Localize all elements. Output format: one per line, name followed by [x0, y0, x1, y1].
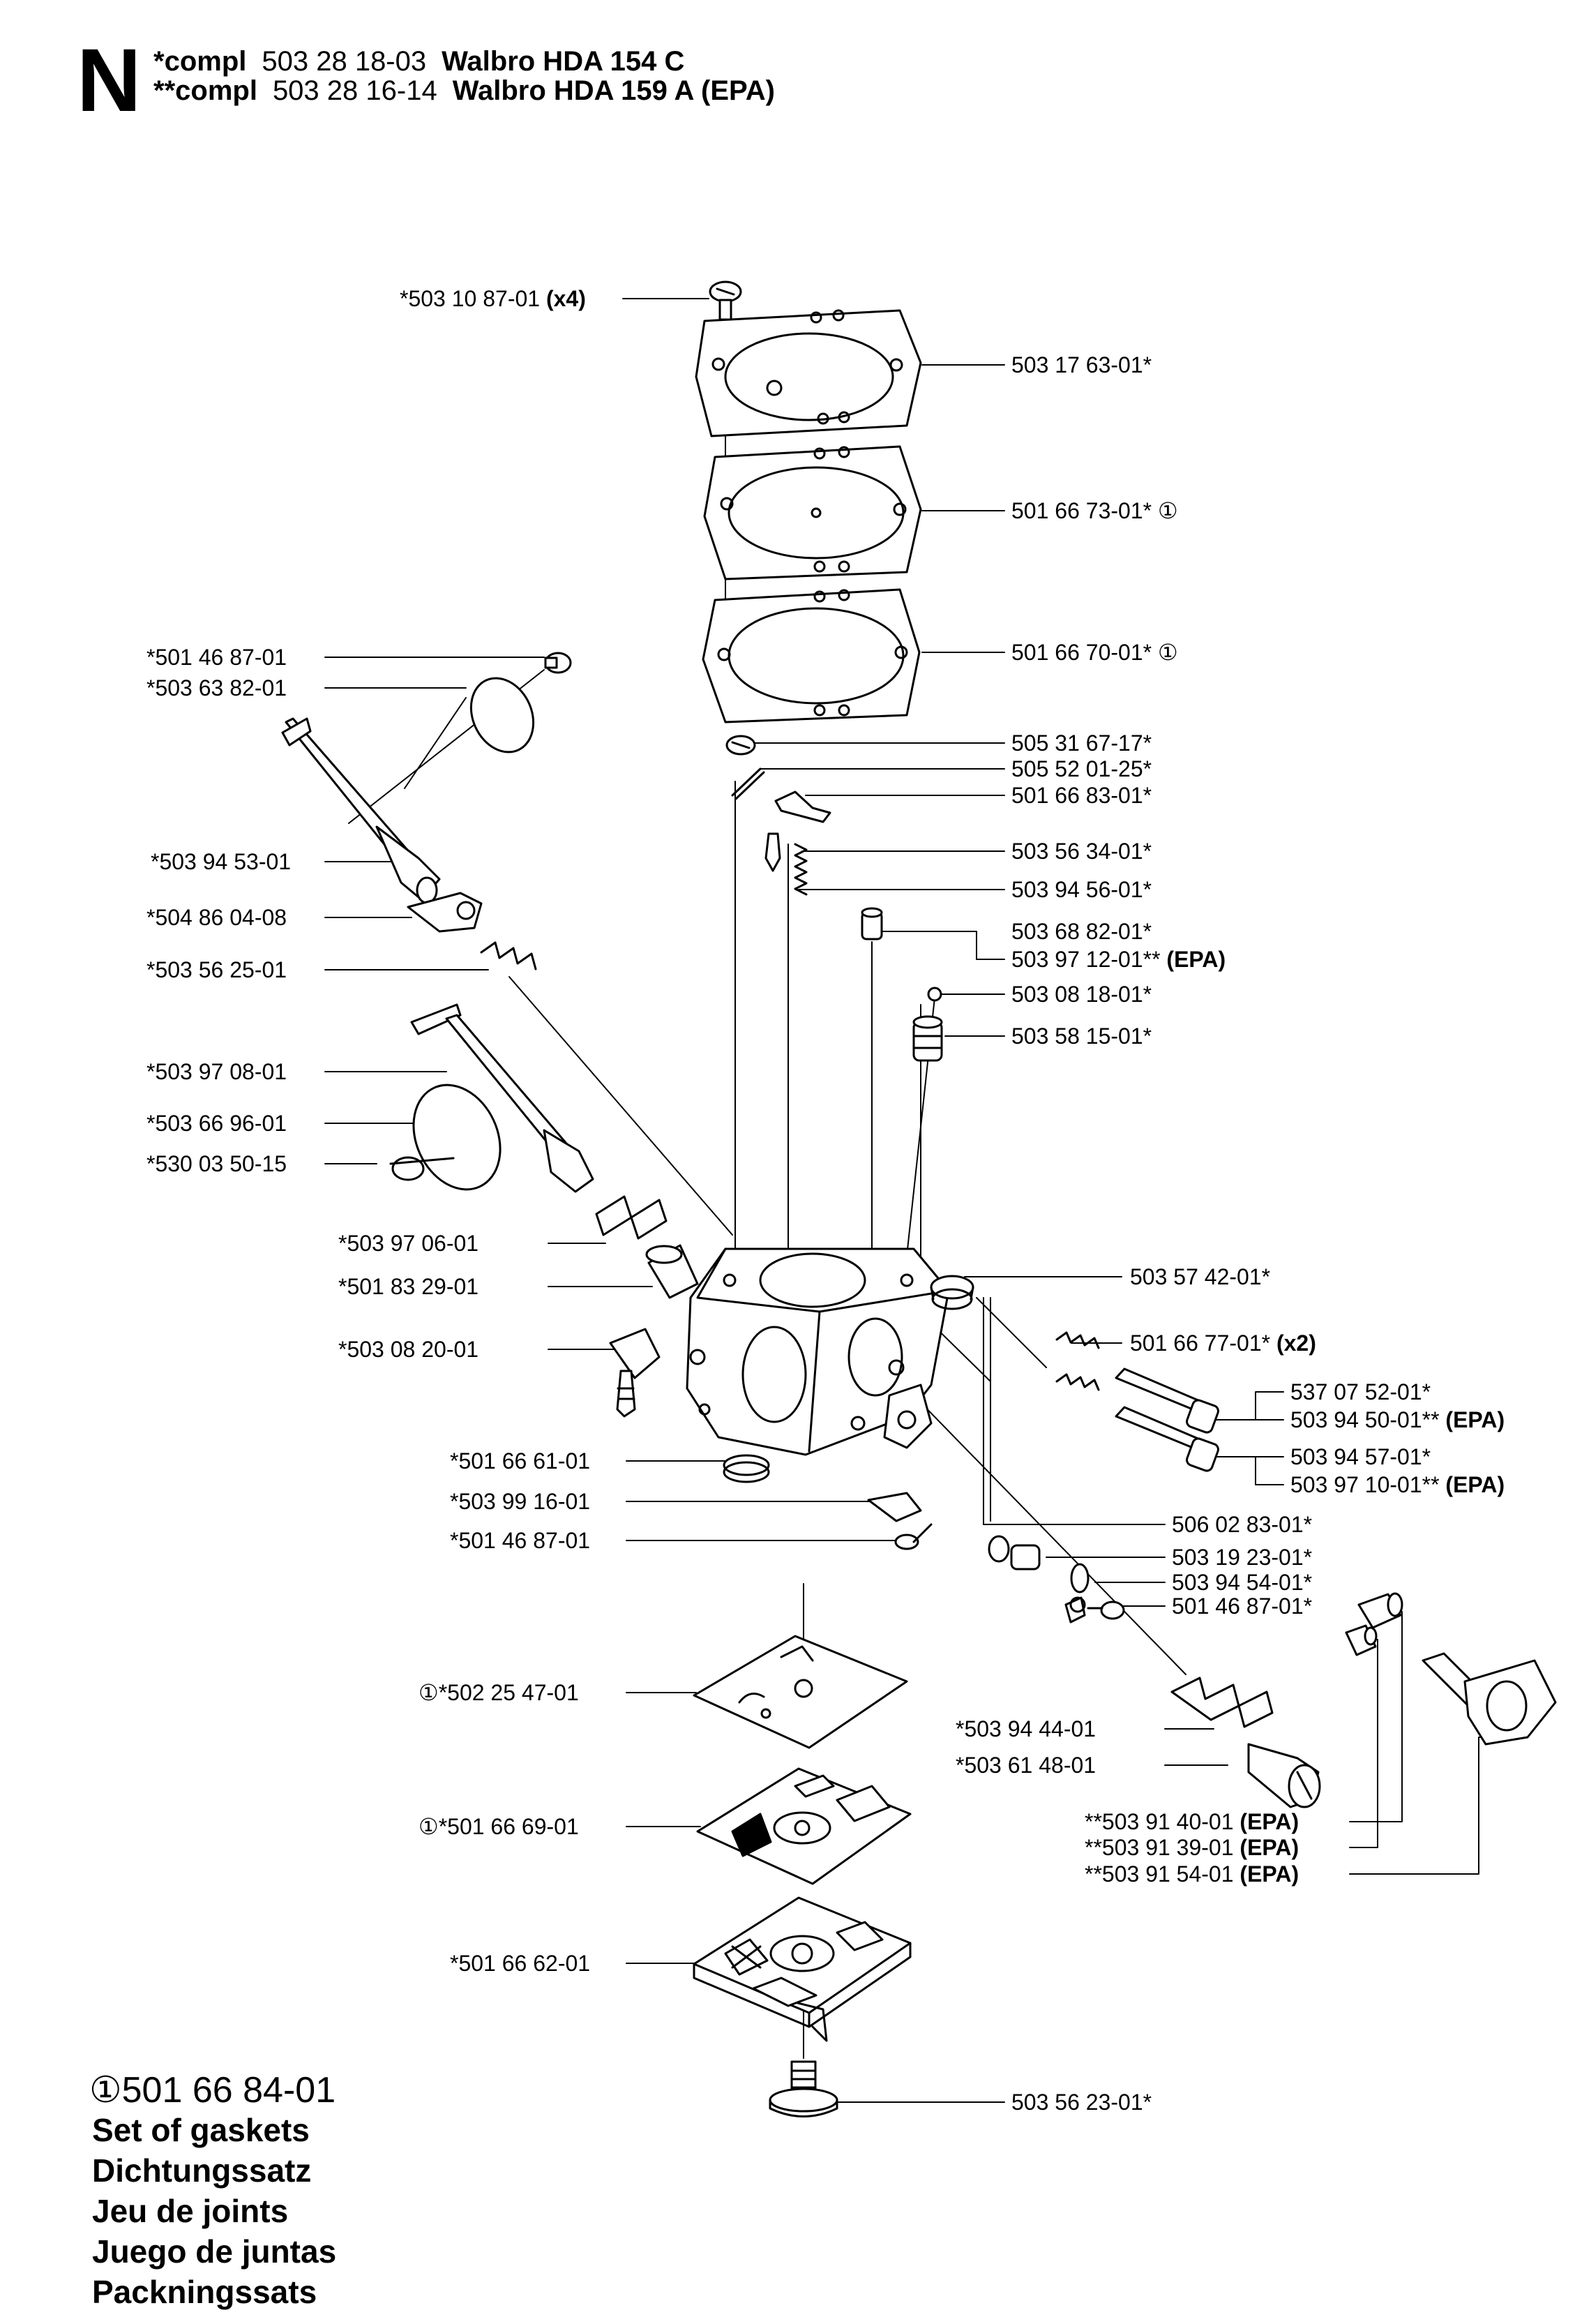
header-line-1: *compl 503 28 18-03 Walbro HDA 154 C — [153, 47, 684, 75]
callout-label: *503 94 53-01 — [151, 849, 292, 874]
callout-label: 503 68 82-01* — [1011, 919, 1152, 944]
pump-diaphragm — [703, 445, 922, 580]
small-parts — [723, 1454, 1125, 1624]
callout-label: 503 97 12-01** (EPA) — [1011, 947, 1226, 972]
callout-label: **503 91 39-01 (EPA) — [1085, 1835, 1299, 1860]
top-screw — [709, 280, 742, 321]
callout-label: *501 66 62-01 — [450, 1951, 591, 1976]
header-number: 503 28 18-03 — [262, 46, 427, 77]
callout-label: *503 08 20-01 — [338, 1337, 479, 1362]
callout-label: 503 56 23-01* — [1011, 2090, 1152, 2115]
legend-title: Dichtungssatz — [92, 2152, 312, 2189]
callout-label: 501 66 83-01* — [1011, 783, 1152, 808]
header-number: 503 28 16-14 — [272, 75, 437, 106]
callout-label: 503 94 57-01* — [1290, 1444, 1431, 1469]
callout-label: 506 02 83-01* — [1172, 1512, 1313, 1537]
callout-label: ①*501 66 69-01 — [419, 1814, 579, 1839]
throttle-shaft-assembly — [389, 1003, 699, 1299]
limiter-caps — [1345, 1592, 1557, 1746]
callout-label: **503 91 40-01 (EPA) — [1085, 1809, 1299, 1834]
callout-label: *501 83 29-01 — [338, 1274, 479, 1299]
callout-label: 537 07 52-01* — [1290, 1379, 1431, 1404]
callout-label: 503 58 15-01* — [1011, 1024, 1152, 1049]
header-model: Walbro HDA 159 A (EPA) — [452, 75, 775, 106]
metering-gasket — [693, 1635, 908, 1749]
callout-label: 503 17 63-01* — [1011, 352, 1152, 377]
callout-label: *503 97 08-01 — [146, 1059, 287, 1084]
pump-cover — [695, 309, 922, 437]
legend-title: Jeu de joints — [92, 2193, 289, 2229]
legend-title: Juego de juntas — [92, 2233, 337, 2270]
callout-label: 501 46 87-01* — [1172, 1594, 1313, 1619]
callout-label: 503 56 34-01* — [1011, 839, 1152, 864]
callout-label: *501 66 61-01 — [450, 1448, 591, 1474]
legend-kit-number: ①501 66 84-01 — [89, 2070, 336, 2111]
callout-label: 503 94 54-01* — [1172, 1570, 1313, 1595]
callout-label: *501 46 87-01 — [450, 1528, 591, 1553]
callout-label: *501 46 87-01 — [146, 645, 287, 670]
callout-label: 501 66 73-01* ① — [1011, 498, 1178, 523]
callout-label: *503 66 96-01 — [146, 1111, 287, 1136]
header-prefix: **compl — [153, 75, 257, 106]
callout-label: 503 08 18-01* — [1011, 982, 1152, 1007]
pump-gasket — [702, 588, 921, 724]
section-letter: N — [77, 31, 142, 130]
adjust-needles — [1055, 1331, 1219, 1472]
callout-label: *503 10 87-01 (x4) — [400, 286, 586, 311]
callout-label: *503 99 16-01 — [450, 1489, 591, 1514]
callout-label: *503 63 82-01 — [146, 675, 287, 700]
callout-label: *503 97 06-01 — [338, 1231, 479, 1256]
callout-label: **503 91 54-01 (EPA) — [1085, 1861, 1299, 1887]
callout-label: 501 66 70-01* ① — [1011, 640, 1178, 665]
callout-label: *504 86 04-08 — [146, 905, 287, 930]
callout-label: *503 56 25-01 — [146, 957, 287, 982]
legend-title: Packningssats — [92, 2274, 317, 2310]
callout-label: *530 03 50-15 — [146, 1151, 287, 1176]
callout-label: *503 61 48-01 — [956, 1753, 1097, 1778]
metering-cover — [693, 1896, 912, 2042]
carburetor-body — [686, 1247, 974, 1456]
metering-diaphragm — [696, 1767, 912, 1885]
idle-screw — [1170, 1677, 1321, 1808]
callout-label: 503 94 50-01** (EPA) — [1290, 1407, 1505, 1432]
header-model: Walbro HDA 154 C — [442, 46, 685, 77]
header-line-2: **compl 503 28 16-14 Walbro HDA 159 A (EPA… — [153, 77, 775, 105]
callout-label: 505 31 67-17* — [1011, 730, 1152, 756]
bottom-screw — [769, 2060, 838, 2117]
callout-label: 503 94 56-01* — [1011, 877, 1152, 902]
callout-label: 503 57 42-01* — [1130, 1264, 1271, 1289]
callout-label: 503 97 10-01** (EPA) — [1290, 1472, 1505, 1497]
legend-title: Set of gaskets — [92, 2112, 310, 2148]
needle-valve-parts — [725, 735, 943, 1062]
callout-label: *503 94 44-01 — [956, 1716, 1097, 1741]
callout-label: ①*502 25 47-01 — [419, 1680, 579, 1705]
callout-label: 501 66 77-01* (x2) — [1130, 1330, 1316, 1356]
header-prefix: *compl — [153, 46, 247, 77]
callout-label: 505 52 01-25* — [1011, 756, 1152, 781]
fuel-inlet — [609, 1328, 661, 1418]
callout-label: 503 19 23-01* — [1172, 1545, 1313, 1570]
choke-shaft-assembly — [281, 652, 572, 970]
